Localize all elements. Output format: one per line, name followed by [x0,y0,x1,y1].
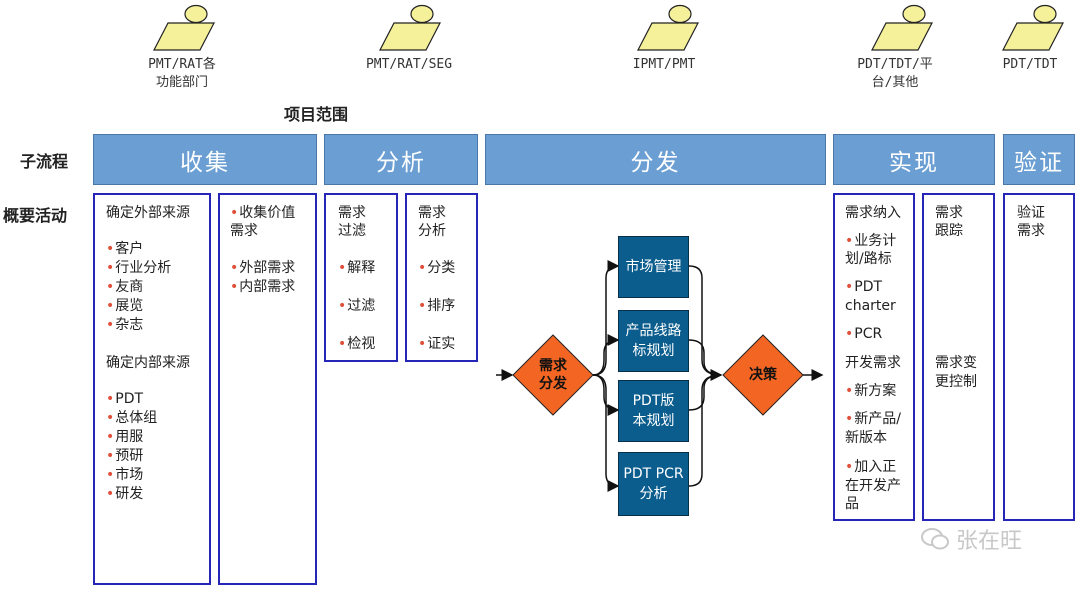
implement-include-line: 新版本 [845,430,887,446]
analyze-filter-line: •检视 [338,336,376,352]
person-icon [637,4,699,51]
merge-arrow-2 [688,339,722,376]
branch-arrow-4 [592,374,620,492]
verify-line: 验证 [1017,205,1045,221]
dist-item-pdt-pcr-analysis: PDT PCR 分析 [618,452,689,516]
verify-line: 需求 [1017,223,1045,239]
person-icon [379,4,441,51]
dist-item-product-roadmap: 产品线路 标规划 [618,310,689,372]
analyze-analysis-line: 分析 [418,223,446,239]
analyze-filter-line: •解释 [338,260,376,276]
person-icon [153,4,215,51]
role-label: PDT/TDT [1002,57,1058,72]
implement-include-line: •新产品/ [845,411,901,427]
analyze-filter-line: •过滤 [338,298,376,314]
phase-analyze-header: 分析 [324,134,478,185]
analyze-activity-box-2 [405,193,478,362]
role-label: PMT/RAT/SEG [365,57,453,72]
subprocess-label: 子流程 [20,152,69,171]
collect-source-line: •杂志 [106,317,144,333]
collect-source-line: •研发 [106,486,144,502]
merge-arrow-1 [688,265,723,381]
collect-source-line: •展览 [106,298,144,314]
implement-include-line: 划/路标 [845,251,892,267]
implement-include-line: •业务计 [845,233,897,249]
implement-include-line: charter [845,298,896,314]
implement-include-line: 品 [845,496,859,512]
activities-label: 概要活动 [3,206,68,225]
analyze-filter-line: 需求 [338,205,366,221]
implement-track-line: 跟踪 [935,223,963,239]
collect-source-line: •友商 [106,279,144,295]
person-icon [871,4,933,51]
role-label: PMT/RAT各 功能部门 [148,57,216,90]
phase-distribute-header: 分发 [485,134,826,185]
role-label: PDT/TDT/平 台/其他 [857,57,933,90]
implement-track-line: 需求变 [935,355,977,371]
distribute-start-diamond [512,334,594,416]
implement-include-line: •新方案 [845,383,897,399]
collect-source-line: 确定内部来源 [106,355,190,371]
implement-include-line: •加入正 [845,459,897,475]
implement-track-line: 更控制 [935,374,977,390]
role-label: IPMT/PMT [632,57,696,72]
merge-arrow-4 [688,374,722,487]
phase-implement-header: 实现 [833,134,995,185]
collect-source-line: •PDT [106,391,144,407]
collect-activity-box-1 [93,193,211,585]
person-icon [1002,4,1064,51]
watermark-text: 张在旺 [956,529,1023,554]
distribute-start-label: 需求 分发 [539,358,567,392]
phase-verify-header: 验证 [1003,134,1075,185]
implement-activity-box-2 [922,193,995,521]
collect-source-line: •总体组 [106,410,158,426]
analyze-analysis-line: 需求 [418,205,446,221]
branch-arrow-2 [592,334,620,376]
dist-item-market-management: 市场管理 [618,236,689,298]
collect-activity-box-2 [218,193,317,585]
collect-value-line: •内部需求 [230,279,296,295]
branch-arrow-1 [592,260,620,376]
collect-value-line: 需求 [230,223,258,239]
scope-label: 项目范围 [284,105,349,124]
analyze-analysis-line: •分类 [418,260,456,276]
implement-include-line: •PCR [845,326,883,342]
collect-value-line: •收集价值 [230,205,296,221]
analyze-filter-line: 过滤 [338,223,366,239]
collect-source-line: 确定外部来源 [106,205,190,221]
collect-source-line: •预研 [106,448,144,464]
implement-track-line: 需求 [935,205,963,221]
collect-source-line: •行业分析 [106,260,172,276]
collect-source-line: •市场 [106,467,144,483]
decision-diamond [722,334,804,416]
analyze-analysis-line: •证实 [418,336,456,352]
watermark: 张在旺 [920,523,1022,555]
collect-source-line: •客户 [106,241,144,257]
implement-activity-box-1 [833,193,915,521]
phase-collect-header: 收集 [93,134,317,185]
analyze-analysis-line: •排序 [418,298,456,314]
implement-include-line: 开发需求 [845,355,901,371]
verify-activity-box [1003,193,1075,521]
implement-include-line: 需求纳入 [845,205,901,221]
collect-source-line: •用服 [106,429,144,445]
analyze-activity-box-1 [324,193,398,362]
dist-item-pdt-version-plan: PDT版 本规划 [618,380,689,442]
implement-include-line: 在开发产 [845,478,901,494]
wechat-icon [921,528,949,550]
implement-include-line: •PDT [845,279,883,295]
collect-value-line: •外部需求 [230,260,296,276]
decision-label: 决策 [749,367,777,383]
